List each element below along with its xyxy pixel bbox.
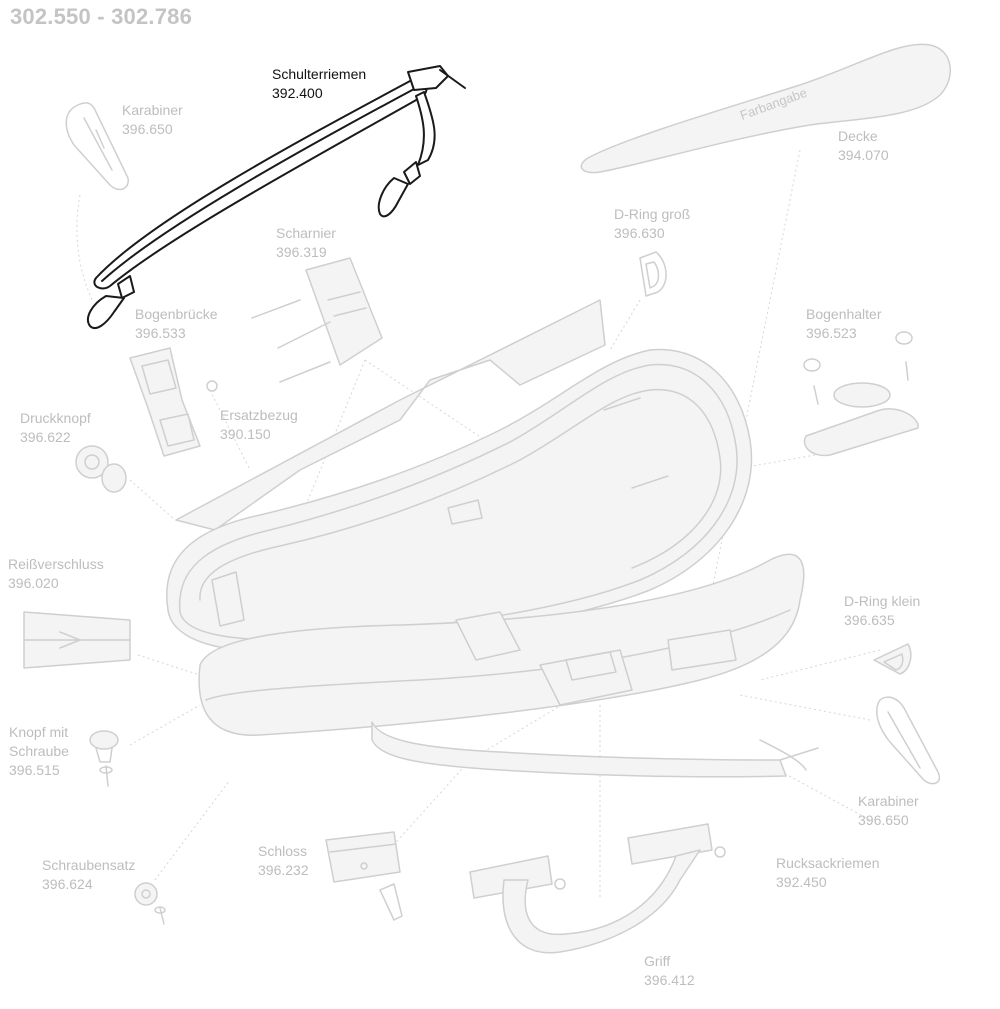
label-schulterriemen[interactable]: Schulterriemen 392.400 <box>272 65 366 103</box>
knopf-schraube-drawing <box>89 730 119 787</box>
part-name: Reißverschluss <box>8 556 104 572</box>
part-name: Ersatzbezug <box>220 407 298 423</box>
label-d-ring-gross[interactable]: D-Ring groß 396.630 <box>614 205 690 243</box>
karabiner-top-drawing <box>65 102 129 191</box>
schloss-drawing <box>325 831 403 921</box>
part-number: 396.523 <box>806 325 857 341</box>
label-knopf-mit-schraube[interactable]: Knopf mit Schraube 396.515 <box>9 723 69 780</box>
label-bogenhalter[interactable]: Bogenhalter 396.523 <box>806 305 882 343</box>
part-name: Schraubensatz <box>42 857 136 873</box>
label-griff[interactable]: Griff 396.412 <box>644 952 695 990</box>
label-karabiner-top[interactable]: Karabiner 396.650 <box>122 101 183 139</box>
label-bogenbruecke[interactable]: Bogenbrücke 396.533 <box>135 305 218 343</box>
label-decke[interactable]: Decke 394.070 <box>838 127 889 165</box>
part-name: Bogenbrücke <box>135 306 218 322</box>
part-number: 396.319 <box>276 244 327 260</box>
griff-drawing <box>469 823 726 954</box>
bogenbruecke-drawing <box>129 347 218 457</box>
part-number: 396.635 <box>844 612 895 628</box>
rucksackriemen-drawing <box>371 721 819 778</box>
part-number: 396.232 <box>258 862 309 878</box>
part-name: Karabiner <box>858 793 919 809</box>
part-number: 396.650 <box>122 121 173 137</box>
label-reissverschluss[interactable]: Reißverschluss 396.020 <box>8 555 104 593</box>
decke-cover-drawing: Farbangabe <box>580 43 951 174</box>
schulterriemen-strap-drawing <box>87 65 466 330</box>
part-number: 396.624 <box>42 876 93 892</box>
label-ersatzbezug[interactable]: Ersatzbezug 390.150 <box>220 406 298 444</box>
druckknopf-drawing <box>75 445 127 493</box>
part-number: 392.450 <box>776 874 827 890</box>
label-druckknopf[interactable]: Druckknopf 396.622 <box>20 409 91 447</box>
part-name: Druckknopf <box>20 410 91 426</box>
page-title: 302.550 - 302.786 <box>10 4 192 29</box>
part-number: 396.412 <box>644 972 695 988</box>
label-d-ring-klein[interactable]: D-Ring klein 396.635 <box>844 592 920 630</box>
part-name: Bogenhalter <box>806 306 882 322</box>
part-name: Rucksackriemen <box>776 855 880 871</box>
part-name: D-Ring groß <box>614 206 691 222</box>
part-number: 394.070 <box>838 147 889 163</box>
schraubensatz-drawing <box>134 882 166 925</box>
part-number: 396.650 <box>858 812 909 828</box>
scharnier-drawing <box>251 257 383 383</box>
violin-case-drawing <box>166 299 805 736</box>
part-number: 396.020 <box>8 575 59 591</box>
d-ring-gross-drawing <box>639 251 667 297</box>
part-number: 396.533 <box>135 325 186 341</box>
part-number: 396.630 <box>614 225 665 241</box>
reissverschluss-drawing <box>23 611 131 669</box>
label-scharnier[interactable]: Scharnier 396.319 <box>276 224 336 262</box>
label-schraubensatz[interactable]: Schraubensatz 396.624 <box>42 856 135 894</box>
label-schloss[interactable]: Schloss 396.232 <box>258 842 309 880</box>
part-name: Karabiner <box>122 102 183 118</box>
part-name: Griff <box>644 953 671 969</box>
part-name-line2: Schraube <box>9 743 69 759</box>
part-name: Scharnier <box>276 225 336 241</box>
part-name: Decke <box>838 128 878 144</box>
label-rucksackriemen[interactable]: Rucksackriemen 392.450 <box>776 854 879 892</box>
part-number: 396.515 <box>9 762 60 778</box>
karabiner-right-drawing <box>876 696 941 785</box>
part-name-line1: Knopf mit <box>9 724 69 740</box>
part-number: 390.150 <box>220 426 271 442</box>
label-karabiner-right[interactable]: Karabiner 396.650 <box>858 792 919 830</box>
part-number: 396.622 <box>20 429 71 445</box>
bogenhalter-drawing <box>803 331 919 457</box>
d-ring-klein-drawing <box>873 643 912 675</box>
part-name: D-Ring klein <box>844 593 921 609</box>
part-number: 392.400 <box>272 85 323 101</box>
part-name: Schloss <box>258 843 308 859</box>
part-name: Schulterriemen <box>272 66 367 82</box>
